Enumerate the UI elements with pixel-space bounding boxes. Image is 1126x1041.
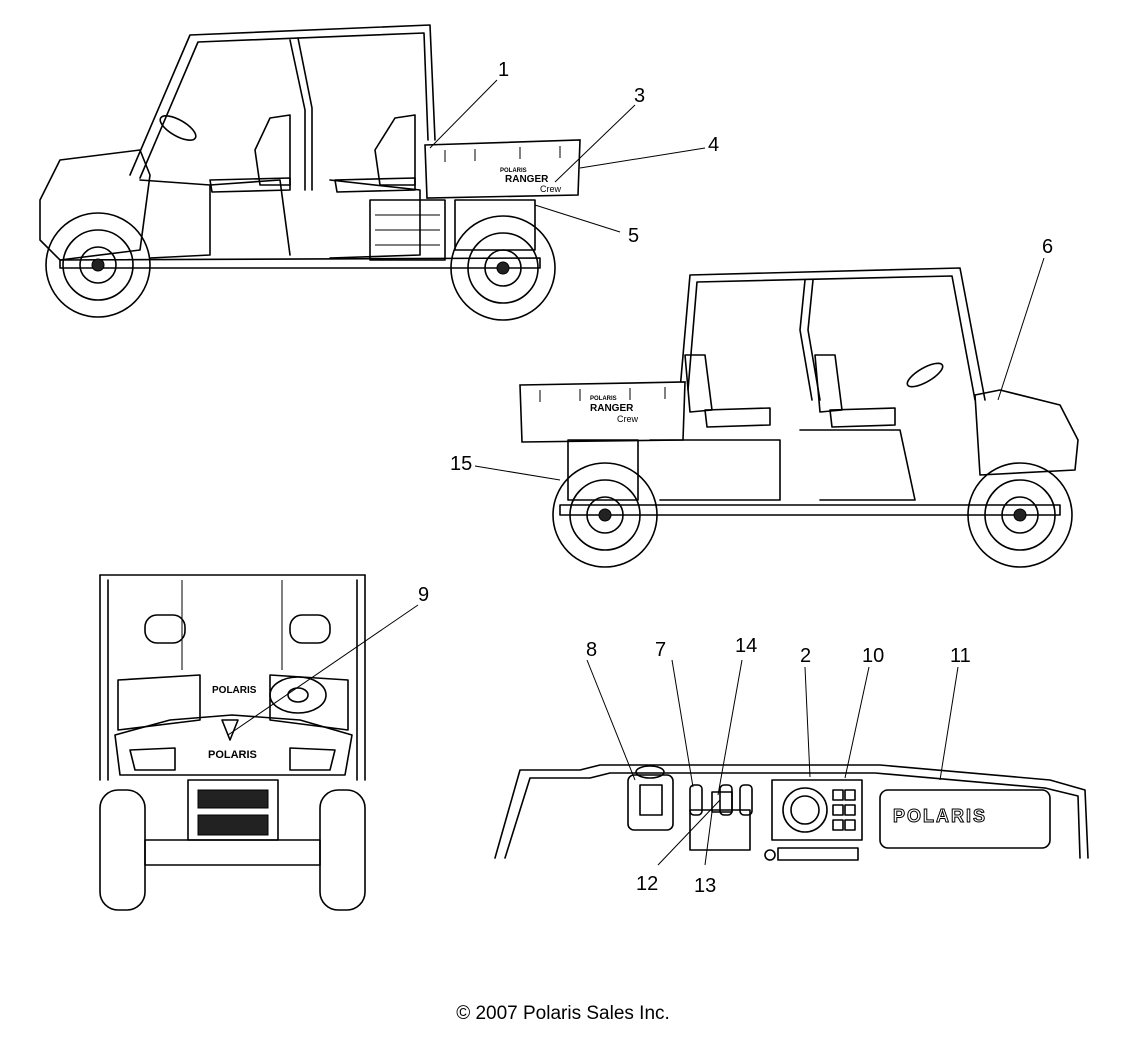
callout-10: 10 — [862, 645, 884, 667]
dashboard-view: POLARIS — [494, 764, 1089, 861]
ranger-decal-small: POLARIS — [500, 168, 527, 174]
hood-brand: POLARIS — [208, 749, 257, 761]
ranger-decal-right: RANGER — [590, 403, 634, 414]
copyright-text: © 2007 Polaris Sales Inc. — [456, 1003, 670, 1024]
callout-14: 14 — [735, 635, 757, 657]
callout-11: 11 — [950, 645, 971, 667]
callout-4: 4 — [708, 134, 719, 156]
callout-13: 13 — [694, 875, 716, 897]
callout-3: 3 — [634, 85, 645, 107]
callout-1: 1 — [498, 59, 509, 81]
ranger-decal: RANGER — [505, 174, 549, 185]
side-view-left: POLARIS RANGER Crew — [39, 24, 581, 321]
dash-brand: POLARIS — [893, 806, 987, 826]
callout-9: 9 — [418, 584, 429, 606]
leader-lines — [227, 79, 1045, 866]
ranger-decal-small-right: POLARIS — [590, 396, 617, 402]
side-view-right: POLARIS RANGER Crew — [519, 267, 1079, 568]
callout-5: 5 — [628, 225, 639, 247]
callouts: 1 3 4 5 6 15 9 8 7 14 2 10 11 12 13 — [418, 59, 1053, 897]
callout-12: 12 — [636, 873, 658, 895]
callout-6: 6 — [1042, 236, 1053, 258]
ranger-crew-decal: Crew — [540, 184, 562, 194]
ranger-crew-decal-right: Crew — [617, 414, 639, 424]
front-view: POLARIS POLARIS — [99, 574, 366, 911]
callout-8: 8 — [586, 639, 597, 661]
front-view-brand: POLARIS — [212, 685, 257, 696]
callout-7: 7 — [655, 639, 666, 661]
callout-2: 2 — [800, 645, 811, 667]
callout-15: 15 — [450, 453, 472, 475]
